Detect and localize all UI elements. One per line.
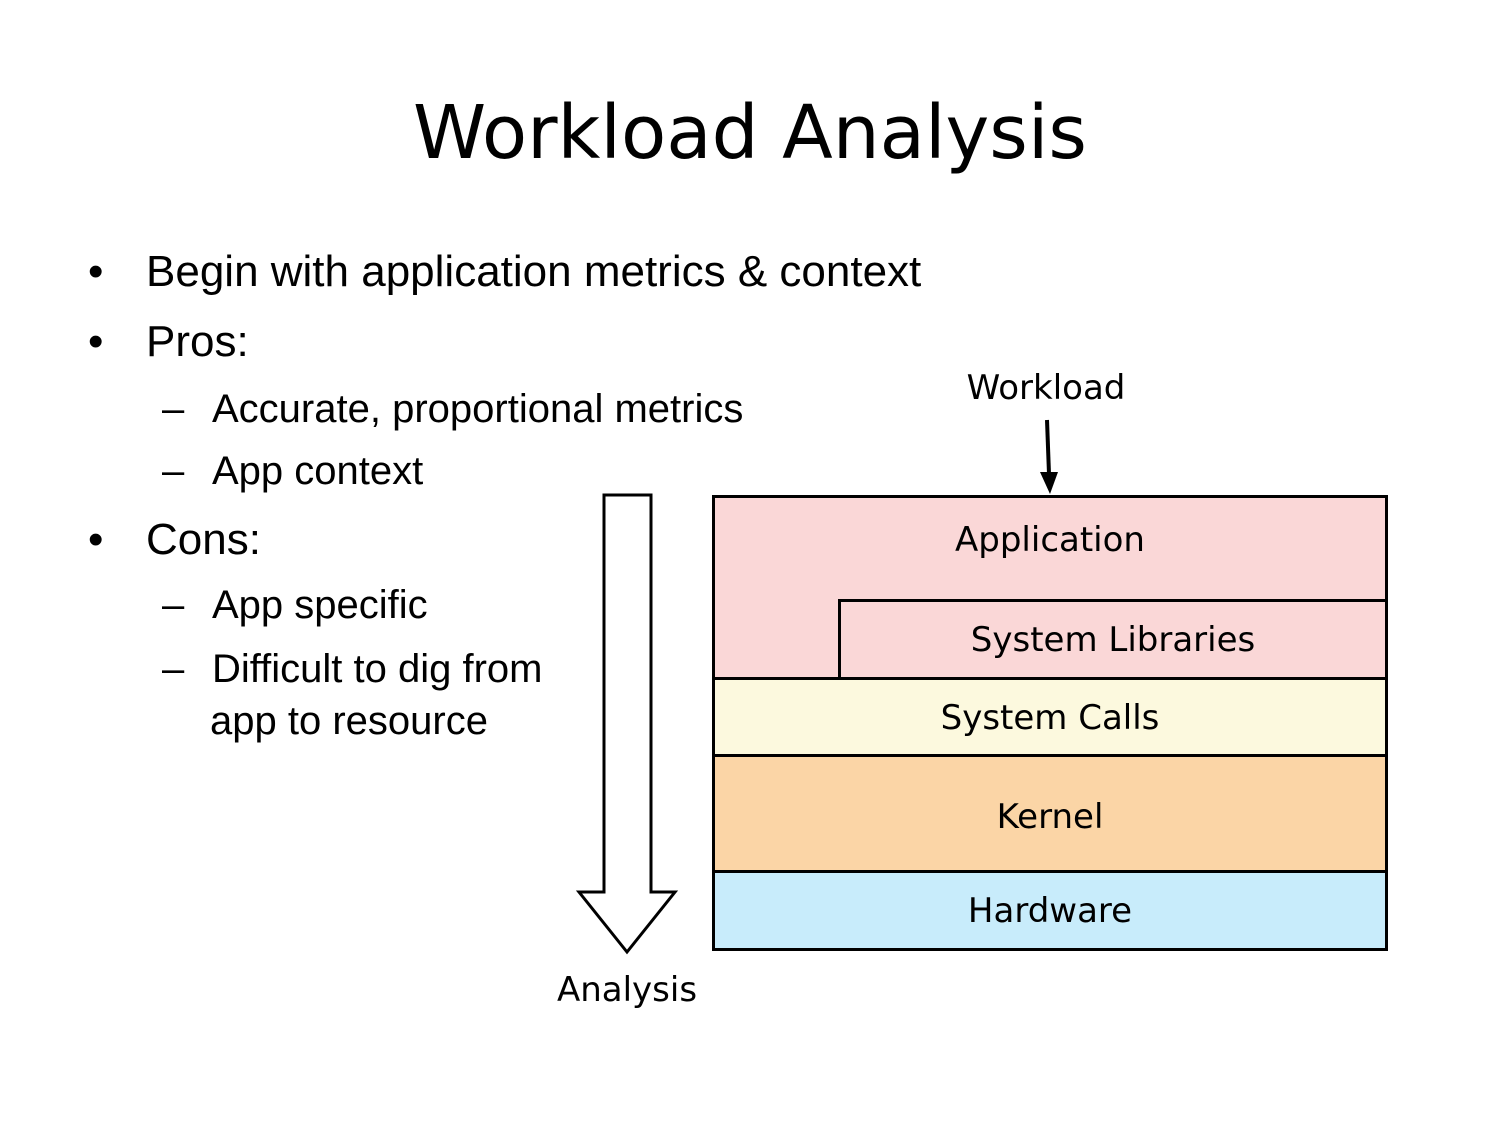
analysis-label: Analysis (556, 970, 698, 1010)
sub-bullet-difficult-line1: Difficult to dig from (212, 647, 543, 691)
layer-system-libraries: System Libraries (838, 599, 1388, 680)
layer-system-calls-label: System Calls (940, 698, 1160, 738)
layer-system-calls: System Calls (712, 677, 1388, 757)
workload-label: Workload (966, 368, 1126, 408)
software-stack: Application System Libraries System Call… (712, 495, 1388, 951)
sub-bullet-app-context: – App context (162, 446, 562, 496)
bullet-dot: • (88, 247, 104, 296)
slide-title: Workload Analysis (413, 90, 1087, 176)
sub-bullet-dash: – (162, 647, 185, 691)
sub-bullet-dash: – (162, 583, 185, 627)
sub-bullet-app-specific: – App specific (162, 580, 562, 630)
sub-bullet-accurate-text: Accurate, proportional metrics (212, 387, 744, 431)
bullet-pros: • Pros: (88, 316, 488, 368)
bullet-cons-text: Cons: (146, 515, 261, 564)
bullet-dot: • (88, 515, 104, 564)
sub-bullet-difficult: – Difficult to dig from app to resource (162, 644, 582, 748)
bullet-pros-text: Pros: (146, 317, 249, 366)
bullet-begin-text: Begin with application metrics & context (146, 247, 922, 296)
sub-bullet-accurate: – Accurate, proportional metrics (162, 384, 862, 434)
bullet-begin: • Begin with application metrics & conte… (88, 246, 1088, 298)
layer-hardware: Hardware (712, 870, 1388, 951)
sub-bullet-app-context-text: App context (212, 449, 424, 493)
layer-kernel-label: Kernel (996, 797, 1104, 837)
bullet-cons: • Cons: (88, 514, 488, 566)
layer-system-libraries-label: System Libraries (970, 620, 1256, 660)
bullet-dot: • (88, 317, 104, 366)
sub-bullet-dash: – (162, 387, 185, 431)
sub-bullet-difficult-line2: app to resource (210, 699, 488, 743)
layer-hardware-label: Hardware (967, 891, 1133, 931)
layer-kernel: Kernel (712, 754, 1388, 873)
analysis-arrow (575, 493, 679, 955)
layer-application-label: Application (955, 520, 1145, 560)
sub-bullet-app-specific-text: App specific (212, 583, 428, 627)
sub-bullet-dash: – (162, 449, 185, 493)
workload-arrow (1040, 419, 1058, 494)
